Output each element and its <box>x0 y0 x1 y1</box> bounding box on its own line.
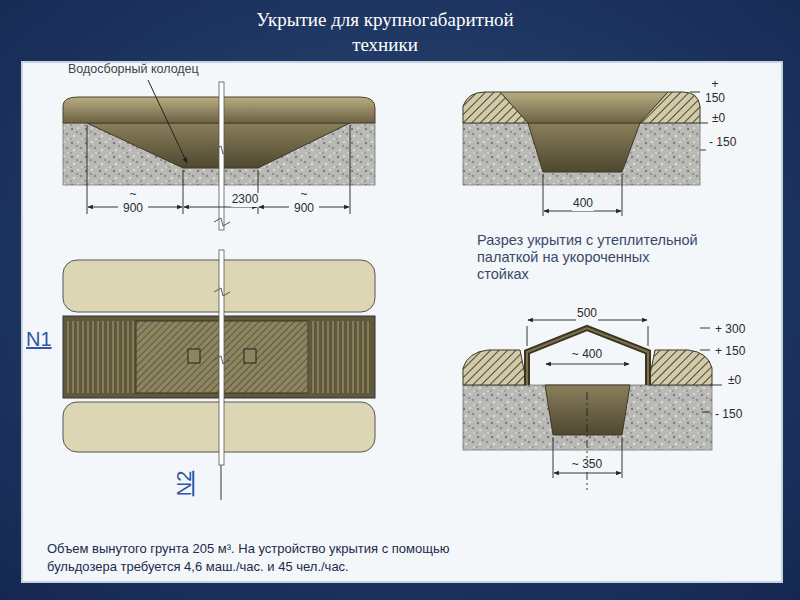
band-stripe <box>112 321 114 393</box>
dimension: ~ 350 <box>571 458 603 472</box>
plan-view <box>63 250 375 500</box>
level-mark: + 300 <box>714 323 746 337</box>
level-mark: + 150 <box>701 78 729 106</box>
level-mark-holder: - 150 <box>708 132 737 150</box>
band-stripe <box>317 321 319 393</box>
band-stripe <box>82 321 84 393</box>
band-stripe <box>367 321 369 393</box>
part-label-holder: Водосборный колодец <box>68 62 199 76</box>
level-mark-holder: ±0 <box>727 370 742 388</box>
band-stripe <box>72 321 74 393</box>
part-label: Водосборный колодец <box>68 62 199 76</box>
band-stripe <box>347 321 349 393</box>
band-stripe <box>322 321 324 393</box>
level-mark: + 150 <box>714 345 746 359</box>
dimension-holder: 500 <box>569 303 605 321</box>
level-mark: ±0 <box>711 112 726 126</box>
dimension: 400 <box>572 197 594 211</box>
dimension-holder: ~ 400 <box>559 344 615 362</box>
band-stripe <box>132 321 134 393</box>
caption: Объем вынутого грунта 205 м³. На устройс… <box>47 540 517 576</box>
band-stripe <box>312 321 314 393</box>
dimension: 500 <box>576 307 598 321</box>
band-stripe <box>127 321 129 393</box>
dimension: 2300 <box>231 193 260 207</box>
long-section <box>63 80 375 230</box>
caption-holder: Объем вынутого грунта 205 м³. На устройс… <box>47 540 517 576</box>
dimension-holder: ~ 900 <box>118 188 148 216</box>
band-stripe <box>87 321 89 393</box>
band-stripe <box>117 321 119 393</box>
band-stripe <box>122 321 124 393</box>
band-stripe <box>327 321 329 393</box>
band-stripe <box>67 321 69 393</box>
cross-section <box>463 92 708 216</box>
section-mark: N1 <box>26 328 52 351</box>
panel <box>22 62 782 582</box>
band-stripe <box>77 321 79 393</box>
dimension-holder: 2300 <box>227 189 263 207</box>
level-mark: - 150 <box>708 136 737 150</box>
dimension-holder: 400 <box>564 193 602 211</box>
level-mark: - 150 <box>714 408 743 422</box>
band-stripe <box>97 321 99 393</box>
section-mark-holder: N2 <box>173 471 196 497</box>
dimension: ~ 900 <box>289 188 319 216</box>
band-stripe <box>342 321 344 393</box>
level-mark-holder: + 300 <box>714 319 746 337</box>
dimension-holder: ~ 900 <box>289 188 319 216</box>
band-stripe <box>357 321 359 393</box>
band-stripe <box>102 321 104 393</box>
page-title-holder: Укрытие для крупногабаритной техники <box>235 8 535 57</box>
dimension: ~ 900 <box>118 188 148 216</box>
section-mark-holder: N1 <box>26 328 52 351</box>
band-stripe <box>92 321 94 393</box>
band-stripe <box>352 321 354 393</box>
level-mark-holder: ±0 <box>711 108 726 126</box>
band-stripe <box>332 321 334 393</box>
page-title: Укрытие для крупногабаритной техники <box>235 8 535 57</box>
band-stripe <box>107 321 109 393</box>
level-mark-holder: + 150 <box>714 341 746 359</box>
section-mark: N2 <box>173 471 196 497</box>
tent-section <box>463 320 722 490</box>
band-stripe <box>337 321 339 393</box>
level-mark: ±0 <box>727 374 742 388</box>
dimension-holder: ~ 350 <box>557 454 617 472</box>
dimension: ~ 400 <box>571 348 603 362</box>
note-holder: Разрез укрытия с утеплительной палаткой … <box>477 232 705 283</box>
level-mark-holder: - 150 <box>714 404 743 422</box>
note: Разрез укрытия с утеплительной палаткой … <box>477 232 705 283</box>
level-mark-holder: + 150 <box>701 78 729 106</box>
band-stripe <box>362 321 364 393</box>
